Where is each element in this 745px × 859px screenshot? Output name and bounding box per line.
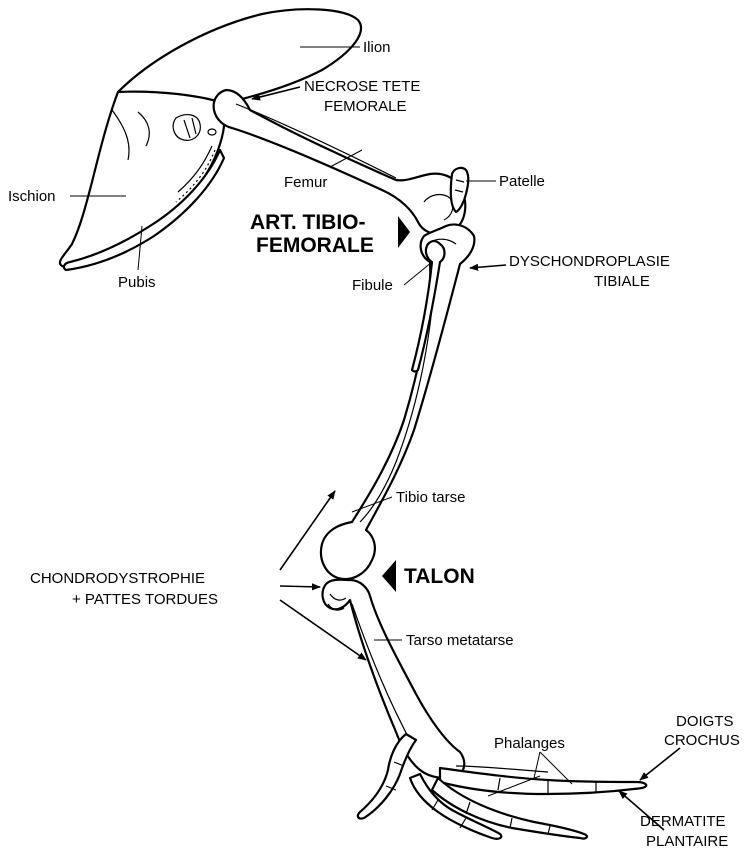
tibiotarsus-bone [321, 224, 474, 579]
label-dyschon-line2: TIBIALE [594, 273, 650, 290]
label-necrose-line1: NECROSE TETE [304, 78, 420, 95]
talon-marker [382, 560, 396, 592]
label-ilion: Ilion [363, 39, 391, 56]
label-doigts-line2: CROCHUS [664, 732, 740, 749]
phalanges-leader-2 [534, 752, 540, 778]
art-tibio-femorale-marker [398, 216, 410, 248]
label-tarso-metatarse: Tarso metatarse [406, 632, 514, 649]
label-ischion: Ischion [8, 188, 56, 205]
label-chondro-line1: CHONDRODYSTROPHIE [30, 570, 205, 587]
hind-toe [358, 734, 416, 819]
label-chondro-line2: + PATTES TORDUES [72, 591, 218, 608]
chondro-arrow-mid [280, 586, 320, 587]
label-doigts-line1: DOIGTS [676, 713, 734, 730]
label-fibule: Fibule [352, 277, 393, 294]
label-phalanges: Phalanges [494, 735, 565, 752]
pointer-arrows [252, 87, 680, 830]
fibule-leader [404, 262, 432, 285]
doigts-arrow [640, 748, 680, 780]
label-art-line1: ART. TIBIO- [250, 211, 366, 234]
label-dermatite-line1: DERMATITE [640, 813, 726, 830]
label-dyschon-line1: DYSCHONDROPLASIE [509, 253, 670, 270]
label-art-line2: FEMORALE [256, 234, 374, 257]
label-pubis: Pubis [118, 274, 156, 291]
label-talon: TALON [404, 565, 475, 588]
label-dermatite-line2: PLANTAIRE [646, 833, 728, 850]
label-patelle: Patelle [499, 173, 545, 190]
label-tibio-tarse: Tibio tarse [396, 489, 465, 506]
label-necrose-line2: FEMORALE [324, 98, 407, 115]
label-femur: Femur [284, 174, 327, 191]
dyschondroplasie-arrow [470, 265, 506, 268]
